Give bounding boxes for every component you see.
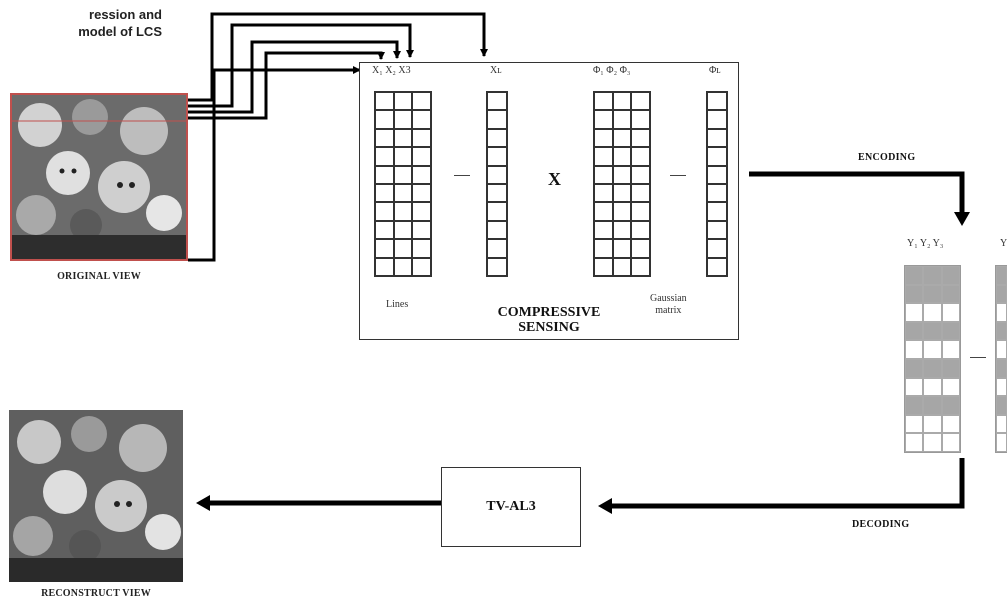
- phi-ellipsis: [670, 175, 686, 176]
- gaussian-matrix-label: Gaussian matrix: [650, 293, 687, 317]
- x-matrix: [374, 91, 432, 277]
- caption-line-2: model of LCS: [78, 24, 162, 39]
- phi-matrix: [593, 91, 651, 277]
- tv-al3-box: TV-AL3: [441, 467, 581, 547]
- compressive-sensing-box: X₁ X₂ X3 Xʟ Φ₁ Φ₂ Φ₃ Φʟ X: [359, 62, 739, 340]
- figure-caption: ression and model of LCS: [0, 6, 162, 40]
- x-labels: X₁ X₂ X3: [372, 65, 411, 76]
- phil-matrix: [706, 91, 728, 277]
- reconstruct-view-image: [9, 410, 183, 582]
- multiply-symbol: X: [548, 169, 561, 189]
- x-ellipsis: [454, 175, 470, 176]
- input-wires: [188, 12, 488, 262]
- reconstruct-view-label: RECONSTRUCT VIEW: [41, 588, 151, 599]
- caption-line-1: ression and: [89, 7, 162, 22]
- reconstruct-arrow: [196, 495, 441, 511]
- phi-labels: Φ₁ Φ₂ Φ₃: [593, 65, 631, 76]
- gaussian-line-1: Gaussian: [650, 293, 687, 304]
- y-partial-matrix: [995, 265, 1007, 453]
- lines-label: Lines: [386, 299, 409, 310]
- cs-title-line-2: SENSING: [518, 320, 580, 335]
- xl-matrix: [486, 91, 508, 277]
- y-matrix: [904, 265, 961, 453]
- tv-al3-label: TV-AL3: [486, 499, 536, 514]
- original-view-label: ORIGINAL VIEW: [57, 271, 141, 282]
- xl-label: Xʟ: [490, 65, 502, 76]
- cs-title-line-1: COMPRESSIVE: [497, 305, 601, 320]
- compressive-sensing-title: COMPRESSIVE SENSING: [476, 305, 622, 335]
- y-ellipsis: [970, 357, 986, 358]
- original-view-image: [10, 93, 188, 261]
- encoding-arrow: [749, 171, 970, 226]
- decoding-label: DECODING: [852, 519, 910, 530]
- decoding-arrow: [598, 458, 965, 514]
- encoding-label: ENCODING: [858, 152, 916, 163]
- phil-label: Φʟ: [709, 65, 721, 76]
- y-partial-label: Y: [1000, 238, 1007, 249]
- y-labels: Y₁ Y₂ Y₃: [907, 238, 944, 249]
- gaussian-line-2: matrix: [655, 305, 682, 316]
